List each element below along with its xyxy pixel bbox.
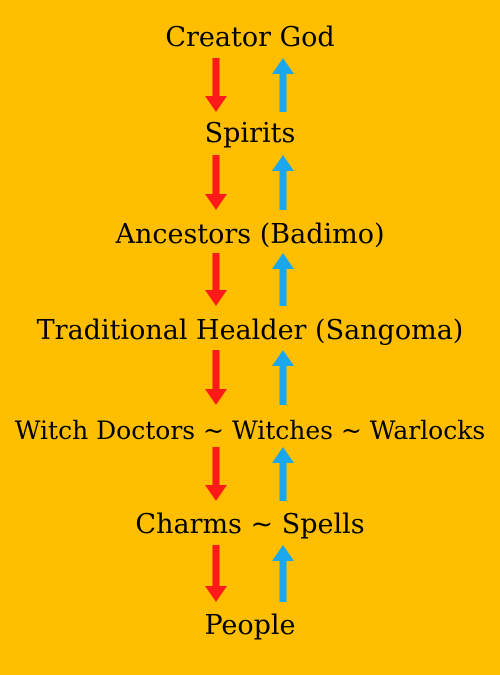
down-arrow-3 [205, 253, 227, 306]
down-arrow-4 [205, 350, 227, 405]
up-arrow-5 [272, 447, 294, 501]
node-creator-god: Creator God [165, 22, 335, 53]
node-people: People [204, 610, 296, 641]
down-arrow-6 [205, 545, 227, 602]
down-arrow-5 [205, 447, 227, 501]
up-arrow-3 [272, 253, 294, 306]
up-arrow-4 [272, 350, 294, 405]
node-traditional-healer: Traditional Healder (Sangoma) [36, 315, 464, 346]
down-arrow-2 [205, 155, 227, 210]
up-arrow-2 [272, 155, 294, 210]
node-witch-doctors: Witch Doctors ~ Witches ~ Warlocks [14, 416, 486, 445]
node-ancestors: Ancestors (Badimo) [115, 219, 385, 250]
up-arrow-6 [272, 545, 294, 602]
down-arrow-1 [205, 58, 227, 112]
node-spirits: Spirits [204, 118, 296, 149]
up-arrow-1 [272, 58, 294, 112]
node-charms-spells: Charms ~ Spells [135, 509, 365, 540]
